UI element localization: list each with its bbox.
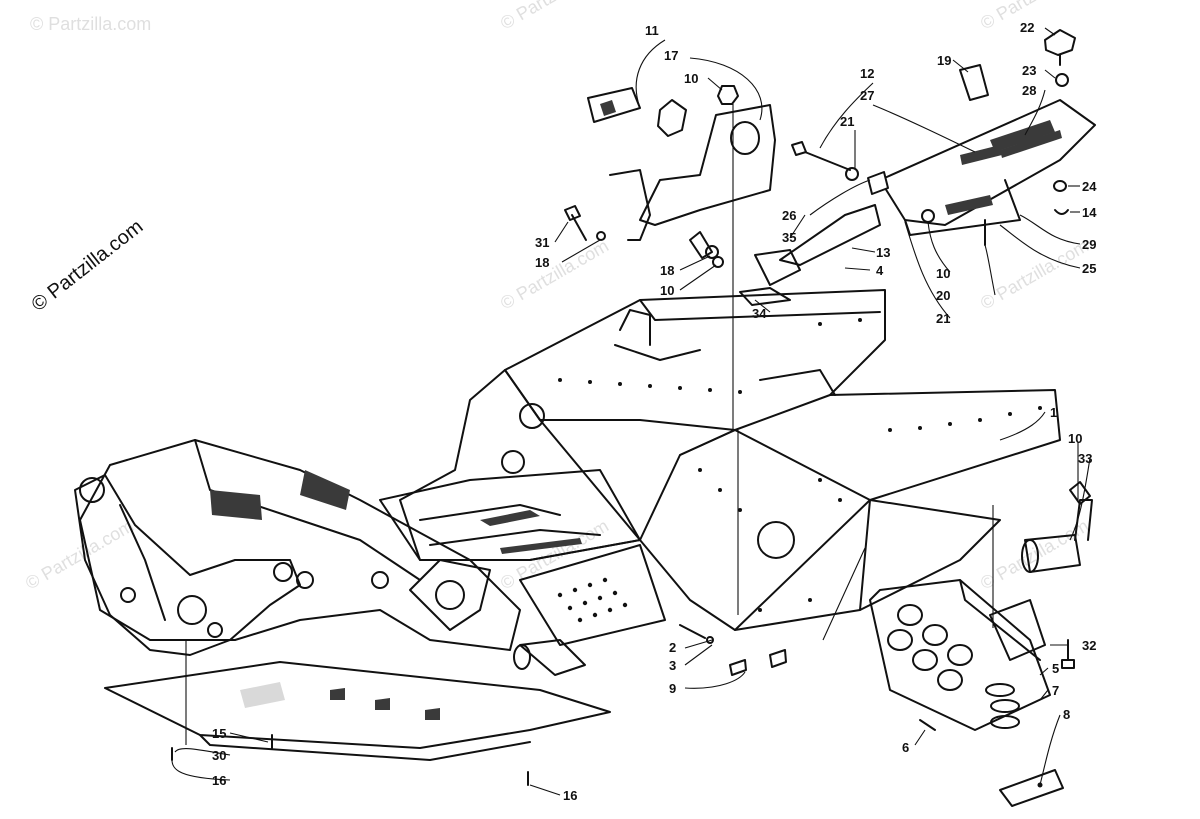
- callout-16-right: 16: [563, 788, 577, 803]
- console-assembly: [739, 29, 1096, 306]
- callout-17: 17: [664, 48, 678, 63]
- callout-25: 25: [1082, 261, 1096, 276]
- callout-22: 22: [1020, 20, 1034, 35]
- callout-8: 8: [1063, 707, 1070, 722]
- skid-plate: [104, 661, 611, 761]
- watermark-mid-center: © Partzilla.com: [497, 235, 612, 313]
- callout-18-right: 18: [660, 263, 674, 278]
- callout-2: 2: [669, 640, 676, 655]
- callout-23: 23: [1022, 63, 1036, 78]
- callout-6: 6: [902, 740, 909, 755]
- callout-16-left: 16: [212, 773, 226, 788]
- watermark-layer: © Partzilla.com © Partzilla.com © Partzi…: [22, 0, 1092, 593]
- callout-30: 30: [212, 748, 226, 763]
- callout-21-low: 21: [936, 311, 950, 326]
- watermark-diagonal-label: © Partzilla.com: [28, 216, 148, 316]
- steering-bracket-assembly: [564, 85, 776, 268]
- footrest-plate: [869, 481, 1093, 807]
- callout-10-handle: 10: [1068, 431, 1082, 446]
- callout-labels: 11 17 10 12 27 21 19 22 23 28 24 14 29 2…: [212, 20, 1097, 803]
- callout-3: 3: [669, 658, 676, 673]
- callout-15: 15: [212, 726, 226, 741]
- callout-10-bracket: 10: [660, 283, 674, 298]
- callout-18-left: 18: [535, 255, 549, 270]
- callout-19: 19: [937, 53, 951, 68]
- callout-27: 27: [860, 88, 874, 103]
- callout-28: 28: [1022, 83, 1036, 98]
- watermark-low-center: © Partzilla.com: [497, 515, 612, 593]
- callout-7: 7: [1052, 683, 1059, 698]
- callout-14: 14: [1082, 205, 1097, 220]
- leader-lines: [171, 27, 1091, 796]
- watermark-top-center: © Partzilla.com: [497, 0, 612, 33]
- callout-10-top: 10: [684, 71, 698, 86]
- callout-32: 32: [1082, 638, 1096, 653]
- callout-13: 13: [876, 245, 890, 260]
- callout-9: 9: [669, 681, 676, 696]
- callout-20: 20: [936, 288, 950, 303]
- callout-35: 35: [782, 230, 796, 245]
- callout-4: 4: [876, 263, 884, 278]
- callout-12: 12: [860, 66, 874, 81]
- callout-11: 11: [645, 23, 659, 38]
- watermark-top-right: © Partzilla.com: [977, 0, 1092, 33]
- callout-26: 26: [782, 208, 796, 223]
- callout-1: 1: [1050, 405, 1057, 420]
- callout-24: 24: [1082, 179, 1097, 194]
- rivet-pattern: [558, 318, 1042, 612]
- callout-34: 34: [752, 306, 767, 321]
- watermark-mid-right: © Partzilla.com: [977, 235, 1092, 313]
- callout-31: 31: [535, 235, 549, 250]
- callout-21-top: 21: [840, 114, 854, 129]
- callout-29: 29: [1082, 237, 1096, 252]
- callout-5: 5: [1052, 661, 1059, 676]
- chassis-frame: [74, 289, 1061, 676]
- bumper-holes: [557, 577, 628, 623]
- callout-33: 33: [1078, 451, 1092, 466]
- fasteners: [171, 624, 936, 786]
- callout-10-console: 10: [936, 266, 950, 281]
- watermark-top-left: © Partzilla.com: [30, 14, 151, 34]
